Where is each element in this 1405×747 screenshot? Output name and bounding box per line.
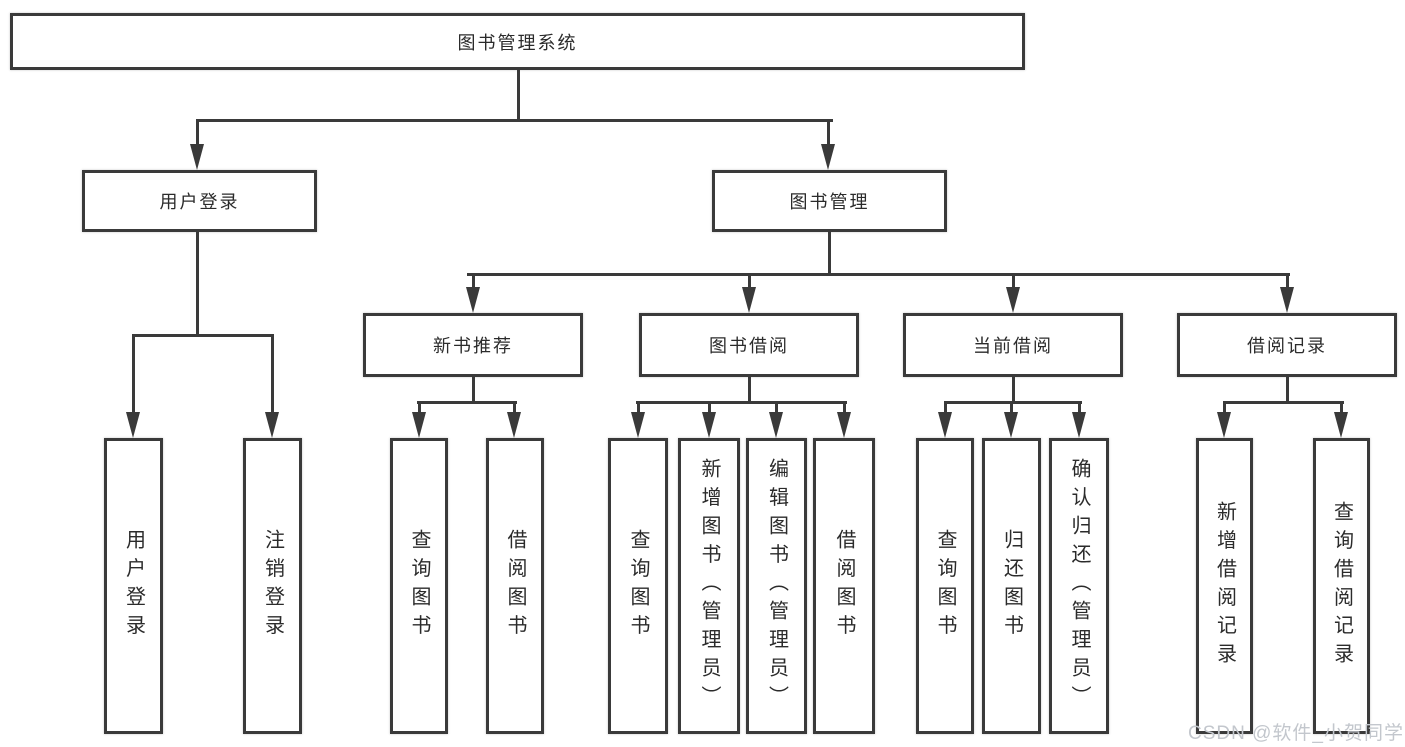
arrowhead-icon bbox=[1280, 287, 1294, 313]
leaf-label: 查询借阅记录 bbox=[1330, 500, 1353, 672]
connector-line bbox=[1286, 276, 1289, 288]
connector-line bbox=[513, 404, 516, 413]
node-current-borrow: 当前借阅 bbox=[903, 313, 1123, 377]
arrowhead-icon bbox=[837, 412, 851, 438]
connector-line bbox=[1340, 404, 1343, 413]
connector-line bbox=[843, 404, 846, 413]
leaf-query-books-current: 查询图书 bbox=[916, 438, 974, 734]
arrowhead-icon bbox=[1072, 412, 1086, 438]
arrowhead-icon bbox=[265, 412, 279, 438]
leaf-label: 用户登录 bbox=[122, 529, 145, 643]
connector-line bbox=[467, 273, 1290, 276]
leaf-label: 借阅图书 bbox=[504, 529, 526, 643]
leaf-label: 确认归还（管理员） bbox=[1068, 458, 1090, 714]
leaf-label: 注销登录 bbox=[261, 529, 284, 643]
leaf-add-borrow-record: 新增借阅记录 bbox=[1196, 438, 1253, 734]
connector-line bbox=[271, 336, 274, 412]
node-root-label: 图书管理系统 bbox=[457, 32, 578, 53]
leaf-user-login: 用户登录 bbox=[104, 438, 163, 734]
node-borrow-records-label: 借阅记录 bbox=[1247, 336, 1327, 356]
arrowhead-icon bbox=[1334, 412, 1348, 438]
leaf-label: 新增图书（管理员） bbox=[698, 458, 720, 714]
arrowhead-icon bbox=[507, 412, 521, 438]
arrowhead-icon bbox=[190, 144, 204, 170]
connector-line bbox=[1286, 377, 1289, 402]
connector-line bbox=[196, 121, 199, 144]
leaf-query-books-borrow: 查询图书 bbox=[608, 438, 668, 734]
connector-line bbox=[708, 404, 711, 413]
connector-line bbox=[196, 232, 199, 335]
arrowhead-icon bbox=[1006, 287, 1020, 313]
arrowhead-icon bbox=[412, 412, 426, 438]
node-borrow-records: 借阅记录 bbox=[1177, 313, 1397, 377]
connector-line bbox=[775, 404, 778, 413]
leaf-edit-books-admin: 编辑图书（管理员） bbox=[746, 438, 807, 734]
csdn-watermark: CSDN @软件_小贺同学 bbox=[1188, 723, 1404, 744]
connector-line bbox=[748, 276, 751, 288]
connector-line bbox=[1012, 276, 1015, 288]
leaf-label: 编辑图书（管理员） bbox=[765, 458, 788, 714]
arrowhead-icon bbox=[821, 144, 835, 170]
leaf-confirm-return-admin: 确认归还（管理员） bbox=[1049, 438, 1109, 734]
connector-line bbox=[472, 377, 475, 402]
node-book-management: 图书管理 bbox=[712, 170, 947, 232]
node-root: 图书管理系统 bbox=[10, 13, 1025, 70]
node-new-book-recommend-label: 新书推荐 bbox=[433, 336, 513, 356]
connector-line bbox=[636, 401, 847, 404]
leaf-label: 借阅图书 bbox=[833, 529, 855, 643]
connector-line bbox=[828, 232, 831, 274]
connector-line bbox=[132, 336, 135, 412]
leaf-query-books-recommend: 查询图书 bbox=[390, 438, 448, 734]
node-user-login-label: 用户登录 bbox=[159, 192, 240, 212]
leaf-logout: 注销登录 bbox=[243, 438, 302, 734]
leaf-return-books: 归还图书 bbox=[982, 438, 1041, 734]
arrowhead-icon bbox=[1217, 412, 1231, 438]
connector-line bbox=[944, 404, 947, 413]
arrowhead-icon bbox=[1004, 412, 1018, 438]
leaf-query-borrow-record: 查询借阅记录 bbox=[1313, 438, 1370, 734]
arrowhead-icon bbox=[126, 412, 140, 438]
leaf-add-books-admin: 新增图书（管理员） bbox=[678, 438, 740, 734]
connector-line bbox=[748, 377, 751, 402]
leaf-borrow-books: 借阅图书 bbox=[813, 438, 875, 734]
node-book-management-label: 图书管理 bbox=[789, 192, 870, 212]
arrowhead-icon bbox=[769, 412, 783, 438]
connector-line bbox=[1012, 377, 1015, 402]
leaf-label: 查询图书 bbox=[408, 529, 430, 643]
connector-line bbox=[1010, 404, 1013, 413]
node-book-borrow-label: 图书借阅 bbox=[709, 336, 789, 356]
connector-line bbox=[517, 70, 520, 120]
connector-line bbox=[1078, 404, 1081, 413]
connector-line bbox=[132, 334, 274, 337]
leaf-label: 查询图书 bbox=[627, 529, 649, 643]
arrowhead-icon bbox=[466, 287, 480, 313]
node-book-borrow: 图书借阅 bbox=[639, 313, 859, 377]
connector-line bbox=[472, 276, 475, 288]
connector-line bbox=[944, 401, 1082, 404]
arrowhead-icon bbox=[938, 412, 952, 438]
connector-line bbox=[637, 404, 640, 413]
arrowhead-icon bbox=[702, 412, 716, 438]
leaf-label: 新增借阅记录 bbox=[1213, 500, 1236, 672]
connector-line bbox=[1223, 401, 1344, 404]
connector-line bbox=[1223, 404, 1226, 413]
leaf-label: 查询图书 bbox=[934, 529, 956, 643]
connector-line bbox=[196, 119, 833, 122]
connector-line bbox=[827, 121, 830, 144]
leaf-borrow-books-recommend: 借阅图书 bbox=[486, 438, 544, 734]
node-user-login: 用户登录 bbox=[82, 170, 317, 232]
node-new-book-recommend: 新书推荐 bbox=[363, 313, 583, 377]
leaf-label: 归还图书 bbox=[1000, 529, 1023, 643]
arrowhead-icon bbox=[742, 287, 756, 313]
connector-line bbox=[417, 401, 517, 404]
connector-line bbox=[418, 404, 421, 413]
node-current-borrow-label: 当前借阅 bbox=[973, 336, 1053, 356]
arrowhead-icon bbox=[631, 412, 645, 438]
